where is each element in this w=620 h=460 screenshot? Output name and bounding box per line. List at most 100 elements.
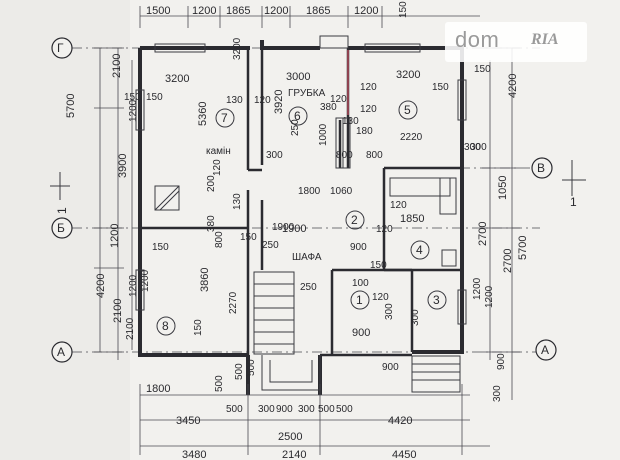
top-dim-3: 1865 <box>226 5 250 17</box>
svg-text:300: 300 <box>470 142 487 153</box>
svg-text:5360: 5360 <box>197 102 209 126</box>
svg-text:120: 120 <box>360 82 377 93</box>
axis-marker-a-left: А <box>51 341 73 363</box>
svg-text:900: 900 <box>352 327 370 339</box>
bottom-dim-r2-5: 300 <box>298 404 315 415</box>
room-7: 7 3200 5360 <box>165 73 235 128</box>
right-dim-inner-1: 150 <box>474 64 491 75</box>
entry-stair <box>411 355 461 393</box>
svg-text:1200: 1200 <box>472 277 483 300</box>
watermark-ria-text: RIA <box>531 31 559 48</box>
bottom-dim-r2-2: 500 <box>226 404 243 415</box>
label-shafa: ШАФА <box>292 252 322 263</box>
svg-text:130: 130 <box>342 116 359 127</box>
heating-stove-symbol <box>335 117 351 169</box>
right-dim-5: 900 <box>496 353 507 370</box>
window-marks <box>135 35 467 325</box>
svg-text:1200: 1200 <box>140 269 151 292</box>
svg-text:180: 180 <box>356 126 373 137</box>
left-dim-inner-1: 2100 <box>111 54 123 78</box>
right-dim-inner-2: 300 <box>464 142 481 153</box>
bottom-dim-r3-1: 2500 <box>278 431 302 443</box>
top-dim-4: 1200 <box>264 5 288 17</box>
left-dim-mid-4: 2100 <box>125 317 136 340</box>
top-dimension-chain: 1500 1200 1865 1200 1865 1200 150 <box>139 1 480 28</box>
left-dimension-chains: 5700 4200 2100 3900 1200 2100 150 1200 1… <box>65 47 141 360</box>
left-dim-outer-1: 5700 <box>65 94 77 118</box>
bottom-dim-r2-6: 500 <box>318 404 335 415</box>
room-4: 4 1850 2700 <box>400 213 489 260</box>
svg-text:1900: 1900 <box>272 222 295 233</box>
svg-text:8: 8 <box>162 319 169 333</box>
svg-text:250: 250 <box>300 282 317 293</box>
svg-text:2270: 2270 <box>228 291 239 314</box>
svg-text:300: 300 <box>384 303 395 320</box>
bottom-dim-r1-2: 500 <box>214 375 225 392</box>
top-dim-5: 1865 <box>306 5 330 17</box>
right-dim-inner-3: 1200 <box>484 285 495 308</box>
svg-text:3920: 3920 <box>273 90 285 114</box>
svg-text:200: 200 <box>206 175 217 192</box>
bottom-dim-r1-5: 4420 <box>388 415 412 427</box>
top-dim-1: 1500 <box>146 5 170 17</box>
top-dim-6: 1200 <box>354 5 378 17</box>
svg-text:380: 380 <box>206 215 217 232</box>
svg-text:900: 900 <box>350 242 367 253</box>
right-dim-2: 5700 <box>517 236 529 260</box>
svg-text:А: А <box>541 343 549 357</box>
interior-walls <box>140 48 462 357</box>
svg-text:Б: Б <box>57 221 65 235</box>
svg-text:120: 120 <box>390 200 407 211</box>
bottom-dim-r2-1: 3450 <box>176 415 200 427</box>
svg-text:1: 1 <box>570 195 577 209</box>
svg-text:800: 800 <box>214 231 225 248</box>
svg-text:3860: 3860 <box>199 268 211 292</box>
svg-text:1850: 1850 <box>400 213 424 225</box>
section-mark-right: 1 <box>562 160 586 209</box>
axis-marker-b-left: Б <box>51 217 73 239</box>
left-dim-outer-2: 4200 <box>95 274 107 298</box>
svg-text:120: 120 <box>330 94 347 105</box>
svg-text:800: 800 <box>366 150 383 161</box>
bottom-dim-r4-1: 3480 <box>182 449 206 460</box>
right-dim-3: 1050 <box>497 176 509 200</box>
svg-text:250: 250 <box>262 240 279 251</box>
left-dim-inner-2: 3900 <box>117 154 129 178</box>
label-kamin: камін <box>206 146 231 157</box>
svg-text:3000: 3000 <box>286 71 310 83</box>
section-mark-left: 1 <box>50 172 70 214</box>
svg-text:1900: 1900 <box>282 223 306 235</box>
svg-text:150: 150 <box>152 242 169 253</box>
bath-fixtures <box>389 177 457 267</box>
svg-text:7: 7 <box>221 111 228 125</box>
svg-text:4: 4 <box>416 243 423 257</box>
room-3: 3 <box>427 290 447 310</box>
svg-text:150: 150 <box>193 319 204 336</box>
bottom-dim-r2-3: 300 <box>258 404 275 415</box>
svg-text:120: 120 <box>212 159 223 176</box>
svg-text:130: 130 <box>226 95 243 106</box>
svg-text:Г: Г <box>57 41 64 55</box>
svg-text:900: 900 <box>382 362 399 373</box>
bottom-dim-r1-1: 1800 <box>146 383 170 395</box>
axis-marker-a-right: А <box>535 339 557 361</box>
bottom-dim-r1-3: 500 <box>234 363 245 380</box>
bottom-dim-r1-4: 500 <box>246 359 257 376</box>
room-8: 8 3860 <box>156 268 211 336</box>
watermark-dom-text: dom <box>455 27 500 52</box>
svg-text:120: 120 <box>254 95 271 106</box>
svg-text:150: 150 <box>240 232 257 243</box>
main-stair <box>253 271 321 391</box>
room-2: 2 <box>345 210 365 230</box>
domria-watermark-logo: dom RIA <box>445 22 587 62</box>
axis-marker-g: Г <box>51 37 73 59</box>
svg-text:150: 150 <box>432 82 449 93</box>
svg-text:6: 6 <box>294 109 301 123</box>
right-dim-4: 2700 <box>502 249 514 273</box>
svg-text:130: 130 <box>232 193 243 210</box>
svg-text:120: 120 <box>376 224 393 235</box>
left-dim-inner-3: 1200 <box>109 224 121 248</box>
svg-text:1800: 1800 <box>298 186 321 197</box>
svg-text:150: 150 <box>146 92 163 103</box>
left-dim-mid-1: 150 <box>124 92 141 103</box>
